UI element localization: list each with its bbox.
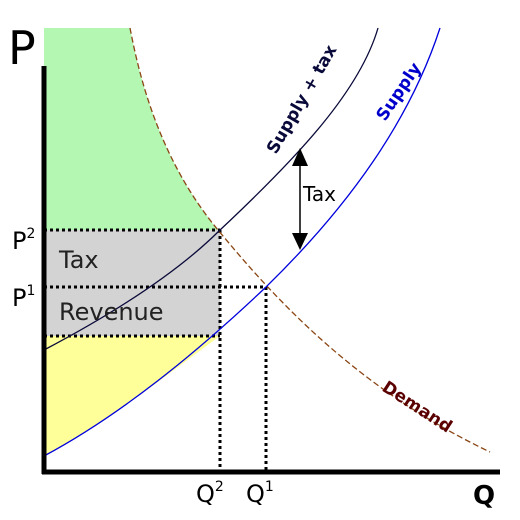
tax-revenue-area xyxy=(44,230,220,336)
y-tick-p1: P1 xyxy=(12,283,35,312)
tax-arrow-down-head xyxy=(292,233,308,250)
x-tick-q1: Q1 xyxy=(246,479,274,508)
producer-surplus-area xyxy=(44,336,220,456)
supply-label: Supply xyxy=(373,59,426,125)
tax-arrow-label: Tax xyxy=(302,182,336,206)
tax-arrow-up-head xyxy=(292,148,308,166)
x-axis-title: Q xyxy=(473,481,495,511)
tax-revenue-label-line2: Revenue xyxy=(59,298,164,326)
demand-label: Demand xyxy=(378,377,455,437)
y-axis-title: P xyxy=(8,21,36,75)
demand-curve xyxy=(129,27,491,453)
y-tick-p2: P2 xyxy=(12,226,35,255)
x-tick-q2: Q2 xyxy=(196,479,224,508)
tax-revenue-label-line1: Tax xyxy=(58,246,99,274)
supply-plus-tax-curve xyxy=(43,27,379,351)
supply-plus-tax-label: Supply + tax xyxy=(263,42,341,158)
consumer-surplus-area xyxy=(44,28,218,230)
supply-curve xyxy=(43,27,441,457)
